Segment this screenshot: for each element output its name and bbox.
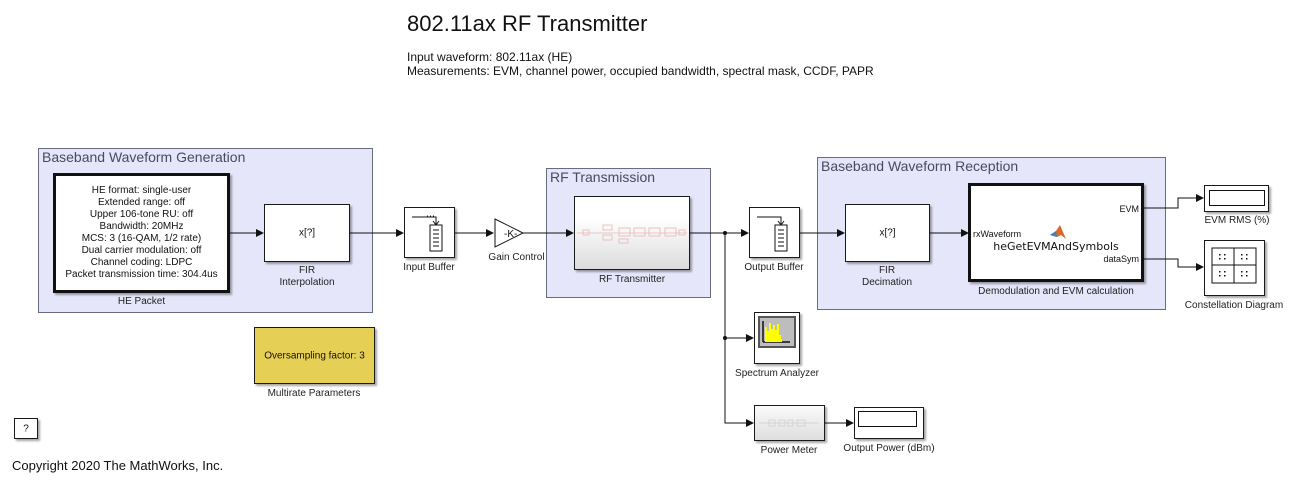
he-packet-block[interactable]: HE format: single-user Extended range: o… — [53, 173, 230, 293]
he-param-format: HE format: single-user — [91, 185, 192, 196]
output-buffer-block[interactable] — [749, 207, 800, 258]
evm-rms-display[interactable] — [1204, 185, 1269, 212]
constellation-diagram-block[interactable] — [1204, 240, 1265, 296]
he-param-bandwidth: Bandwidth: 20MHz — [99, 221, 184, 232]
area-label: Baseband Waveform Reception — [821, 158, 1019, 174]
demodulation-evm-label: Demodulation and EVM calculation — [978, 286, 1134, 297]
he-param-dcm: Dual carrier modulation: off — [81, 245, 202, 256]
rf-transmitter-label: RF Transmitter — [598, 274, 666, 285]
spectrum-analyzer-icon — [758, 316, 796, 348]
matlab-logo-icon — [1050, 225, 1066, 239]
rf-transmitter-block[interactable] — [574, 196, 690, 270]
multirate-parameters-block[interactable]: Oversampling factor: 3 — [254, 327, 375, 384]
constellation-icon — [1211, 247, 1257, 284]
copyright-text: Copyright 2020 The MathWorks, Inc. — [12, 458, 224, 473]
gain-control-block[interactable]: -K- — [494, 218, 526, 250]
he-packet-label: HE Packet — [117, 296, 166, 307]
input-buffer-label: Input Buffer — [403, 262, 455, 273]
spectrum-analyzer-block[interactable] — [754, 312, 800, 364]
he-param-mcs: MCS: 3 (16-QAM, 1/2 rate) — [81, 233, 202, 244]
wire-datasym-out[interactable] — [1143, 258, 1204, 271]
display-value-field — [858, 411, 917, 427]
display-value-field — [1209, 190, 1265, 206]
he-param-upper-ru: Upper 106-tone RU: off — [89, 209, 194, 220]
output-power-display[interactable] — [854, 407, 924, 439]
fir-interpolation-content: x[?] — [298, 227, 316, 239]
fir-decimation-block[interactable]: x[?] — [845, 204, 930, 262]
buffer-icon — [412, 215, 443, 252]
output-power-label: Output Power (dBm) — [843, 443, 935, 454]
branch-point — [723, 336, 727, 340]
fir-interpolation-label: FIR Interpolation — [257, 265, 357, 289]
label-line: FIR — [298, 265, 316, 276]
wire-branch-power[interactable] — [724, 338, 754, 427]
area-label: RF Transmission — [550, 169, 656, 185]
he-param-tx-time: Packet transmission time: 304.4us — [65, 269, 218, 280]
he-param-coding: Channel coding: LDPC — [90, 257, 193, 268]
rf-chain-icon — [577, 224, 687, 244]
label-line: Interpolation — [279, 277, 335, 288]
multirate-parameters-label: Multirate Parameters — [267, 388, 361, 399]
description-line-measurements: Measurements: EVM, channel power, occupi… — [407, 64, 874, 78]
output-buffer-label: Output Buffer — [744, 262, 804, 273]
help-icon: ? — [23, 423, 29, 434]
he-packet-parameters: HE format: single-user Extended range: o… — [56, 185, 227, 281]
spectrum-analyzer-label: Spectrum Analyzer — [735, 368, 819, 379]
description-line-input: Input waveform: 802.11ax (HE) — [407, 50, 573, 64]
power-meter-label: Power Meter — [760, 445, 818, 456]
input-buffer-block[interactable] — [404, 207, 455, 258]
gain-content: -K- — [504, 229, 517, 240]
function-name: heGetEVMAndSymbols — [993, 240, 1119, 253]
port-rxwaveform: rxWaveform — [973, 229, 1022, 239]
branch-point — [723, 231, 727, 235]
label-line: Decimation — [861, 277, 913, 288]
buffer-icon — [757, 216, 788, 252]
evm-rms-label: EVM RMS (%) — [1204, 215, 1270, 226]
fir-decimation-content: x[?] — [879, 227, 896, 239]
model-title: 802.11ax RF Transmitter — [407, 11, 648, 36]
gain-control-label: Gain Control — [488, 252, 545, 263]
power-meter-icon — [759, 419, 819, 427]
wire-evm-out[interactable] — [1143, 194, 1204, 209]
area-label: Baseband Waveform Generation — [42, 149, 246, 165]
demodulation-evm-block[interactable]: rxWaveform EVM dataSym heGetEVMAndSymbol… — [968, 183, 1144, 282]
oversampling-factor-text: Oversampling factor: 3 — [264, 350, 365, 361]
fir-interpolation-block[interactable]: x[?] — [264, 204, 350, 262]
power-meter-block[interactable] — [754, 405, 825, 441]
he-param-extended-range: Extended range: off — [97, 197, 186, 208]
help-button[interactable]: ? — [14, 418, 38, 439]
fir-decimation-label: FIR Decimation — [837, 265, 937, 289]
port-evm: EVM — [1119, 204, 1139, 214]
constellation-diagram-label: Constellation Diagram — [1184, 300, 1284, 311]
label-line: FIR — [878, 265, 896, 276]
port-datasym: dataSym — [1103, 254, 1139, 264]
model-description: Input waveform: 802.11ax (HE) Measuremen… — [407, 50, 874, 78]
